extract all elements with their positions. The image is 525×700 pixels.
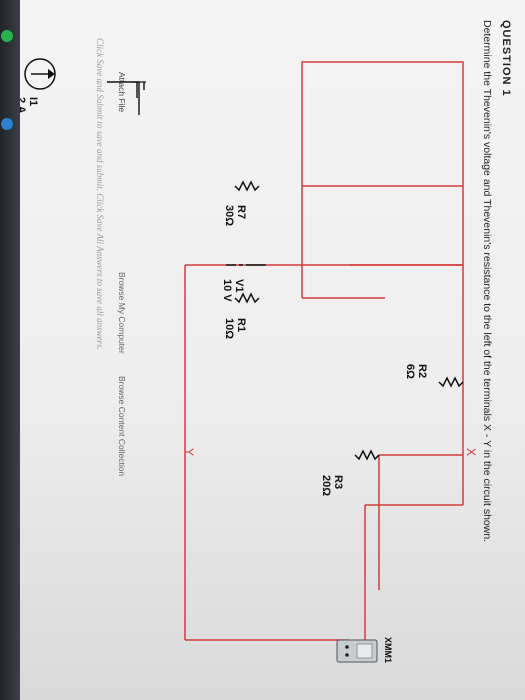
label-r2-value: 6Ω bbox=[404, 364, 416, 379]
label-r3-value: 20Ω bbox=[320, 475, 332, 496]
browse-my-computer-link[interactable]: Browse My Computer bbox=[117, 272, 127, 354]
label-r1-name: R1 bbox=[235, 318, 247, 332]
green-status-icon bbox=[1, 30, 13, 42]
meter-label: XMM1 bbox=[383, 637, 393, 663]
attach-file-label: Attach File bbox=[117, 72, 127, 113]
browse-content-collection-link[interactable]: Browse Content Collection bbox=[117, 376, 127, 477]
browser-bezel bbox=[0, 0, 20, 700]
label-r1-value: 10Ω bbox=[223, 318, 235, 339]
rotated-content: QUESTION 1 Determine the Thevenin's volt… bbox=[20, 0, 525, 700]
label-r2-name: R2 bbox=[416, 364, 428, 378]
label-i1-value: 2 A bbox=[20, 97, 27, 114]
multimeter-xmm1-icon bbox=[336, 639, 378, 663]
current-source-i1-icon bbox=[24, 58, 56, 90]
resistor-r3-icon bbox=[354, 449, 380, 461]
assessment-page: QUESTION 1 Determine the Thevenin's volt… bbox=[20, 0, 525, 700]
label-r7-value: 30Ω bbox=[223, 205, 235, 226]
terminal-x-label: X bbox=[464, 448, 478, 456]
save-instructions: Click Save and Submit to save and submit… bbox=[95, 38, 105, 350]
terminal-y-label: Y bbox=[182, 448, 196, 456]
circuit-diagram: I1 2 A R7 30Ω V1 10 V R1 10Ω R2 6Ω R3 20… bbox=[20, 58, 478, 663]
label-r3-name: R3 bbox=[332, 475, 344, 489]
blue-status-icon bbox=[1, 118, 13, 130]
label-r7-name: R7 bbox=[235, 205, 247, 219]
resistor-r2-icon bbox=[438, 376, 464, 388]
resistor-r1-icon bbox=[234, 292, 260, 304]
label-v1-name: V1 bbox=[233, 279, 245, 292]
label-i1-name: I1 bbox=[27, 97, 39, 106]
ground-icon bbox=[107, 81, 146, 115]
circuit-wires bbox=[184, 61, 464, 641]
resistor-r7-icon bbox=[234, 180, 260, 192]
label-v1-value: 10 V bbox=[221, 279, 233, 302]
